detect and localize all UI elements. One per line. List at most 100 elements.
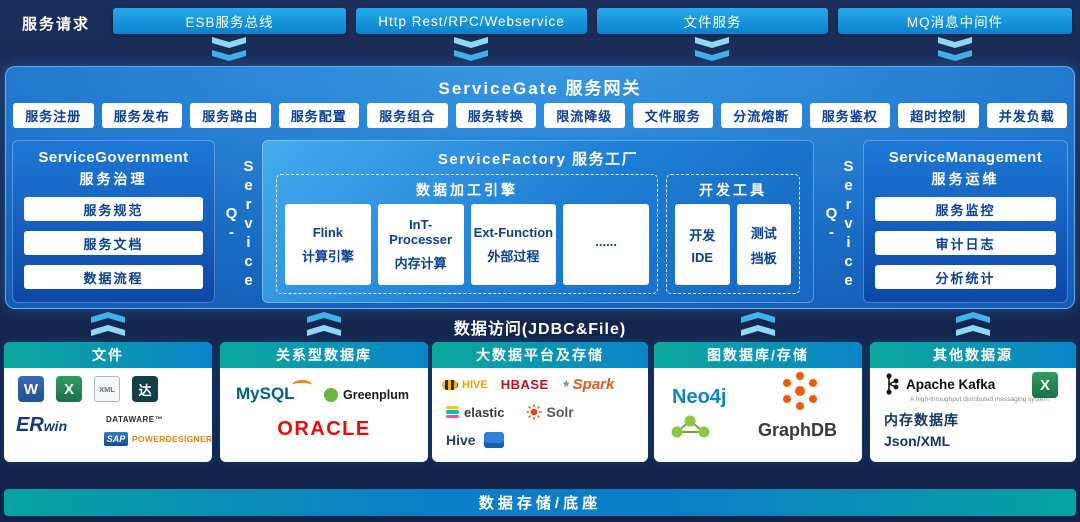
graphdb-cluster-icon — [778, 370, 822, 417]
kafka-logo: Apache Kafka — [884, 372, 995, 396]
service-government-box: ServiceGovernment 服务治理 服务规范 服务文档 数据流程 — [12, 140, 215, 303]
engine-card-ext-function[interactable]: Ext-Function 外部过程 — [470, 204, 557, 285]
hive-bee-icon — [442, 379, 458, 390]
engine-card-flink[interactable]: Flink 计算引擎 — [285, 204, 371, 285]
gateway-title: ServiceGate 服务网关 — [438, 79, 642, 98]
file-service-button[interactable]: 文件服务 — [597, 8, 828, 34]
hive-label: HIVE — [462, 378, 488, 391]
card-line1: Flink — [312, 224, 344, 240]
erwin-logo-win: win — [43, 418, 68, 434]
engine-cards: Flink 计算引擎 InT-Processer 内存计算 Ext-Functi… — [285, 204, 649, 285]
service-factory-box: ServiceFactory 服务工厂 数据加工引擎 Flink 计算引擎 In… — [262, 140, 814, 303]
erwin-logo: ERwin — [16, 414, 67, 437]
datasource-bigdata-box: 大数据平台及存储 HIVE HBASE ★ Spark elastic — [432, 342, 648, 462]
governance-item-flow[interactable]: 数据流程 — [24, 265, 203, 289]
bigdata-row1: HIVE HBASE ★ Spark — [442, 376, 614, 393]
kafka-tagline: A high-throughput distributed messaging … — [910, 396, 1049, 403]
bigdata-row2: elastic Solr — [446, 404, 574, 420]
mq-middleware-button[interactable]: MQ消息中间件 — [838, 8, 1072, 34]
bigdata-header: 大数据平台及存储 — [432, 342, 648, 368]
apache-hive-logo: HIVE — [442, 379, 488, 391]
governance-title-en: ServiceGovernment — [38, 149, 189, 166]
up-arrow-icon — [91, 312, 125, 338]
feature-auth-button[interactable]: 服务鉴权 — [809, 103, 890, 128]
feature-transform-button[interactable]: 服务转换 — [455, 103, 536, 128]
down-arrow-icon — [454, 37, 488, 63]
engine-card-int-processer[interactable]: InT-Processer 内存计算 — [377, 204, 464, 285]
feature-config-button[interactable]: 服务配置 — [278, 103, 359, 128]
dev-tools-title: 开发工具 — [699, 182, 767, 198]
kafka-icon — [886, 373, 899, 395]
up-arrow-icon — [956, 312, 990, 338]
solr-sun-icon — [526, 404, 542, 420]
management-item-monitor[interactable]: 服务监控 — [875, 197, 1056, 221]
card-line1: 测试 — [750, 225, 777, 241]
graph-header: 图数据库/存储 — [654, 342, 862, 368]
card-line2: 计算引擎 — [301, 248, 354, 264]
excel-icon: X — [56, 376, 82, 402]
spark-star-icon: ★ — [561, 379, 571, 390]
management-title-en: ServiceManagement — [888, 149, 1043, 166]
devtool-card-ide[interactable]: 开发 IDE — [675, 204, 730, 285]
devtool-card-mock[interactable]: 测试 挡板 — [736, 204, 791, 285]
datasource-relational-box: 关系型数据库 MySQL Greenplum ORACLE — [220, 342, 428, 462]
powerdesigner-label: POWERDESIGNER — [132, 434, 212, 444]
engine-card-more[interactable]: ...... — [563, 204, 649, 285]
neo4j-label: Neo4j — [672, 386, 727, 408]
excel-icon: X — [1032, 372, 1058, 398]
management-title: ServiceManagement 服务运维 — [863, 149, 1068, 189]
feature-route-button[interactable]: 服务路由 — [190, 103, 271, 128]
spark-label: Spark — [572, 376, 615, 393]
word-icon: W — [18, 376, 44, 402]
card-line1: ...... — [595, 234, 617, 249]
datasource-files-box: 文件 W X XML 达 ERwin DATAWARE™ SAP POWERDE… — [4, 342, 212, 462]
mysql-logo: MySQL — [236, 384, 295, 403]
elastic-icon — [446, 405, 459, 419]
card-line1: 开发 — [689, 227, 716, 243]
hive-bottom-label: Hive — [446, 432, 476, 448]
up-arrow-icon — [307, 312, 341, 338]
devtool-cards: 开发 IDE 测试 挡板 — [675, 204, 791, 285]
data-engine-title: 数据加工引擎 — [416, 182, 518, 198]
card-line2: IDE — [691, 249, 714, 265]
spark-logo: ★ Spark — [562, 376, 615, 393]
feature-loadbalance-button[interactable]: 并发负载 — [986, 103, 1067, 128]
relational-header: 关系型数据库 — [220, 342, 428, 368]
down-arrow-icon — [695, 37, 729, 63]
greenplum-logo: Greenplum — [324, 388, 409, 402]
dataware-label: DATAWARE™ — [106, 415, 164, 424]
oracle-logo: ORACLE — [277, 418, 371, 440]
data-storage-base-bar: 数据存储/底座 — [4, 489, 1076, 516]
hive-database-icon — [483, 432, 504, 448]
bigdata-row3: Hive — [446, 432, 504, 448]
feature-register-button[interactable]: 服务注册 — [13, 103, 94, 128]
data-engine-group: 数据加工引擎 Flink 计算引擎 InT-Processer 内存计算 Ext… — [276, 174, 658, 294]
feature-timeout-button[interactable]: 超时控制 — [898, 103, 979, 128]
solr-label: Solr — [546, 404, 574, 420]
datasource-graph-box: 图数据库/存储 Neo4j GraphDB — [654, 342, 862, 462]
up-arrow-icon — [741, 312, 775, 338]
greenplum-label: Greenplum — [343, 388, 409, 402]
feature-publish-button[interactable]: 服务发布 — [101, 103, 182, 128]
gateway-feature-row: 服务注册 服务发布 服务路由 服务配置 服务组合 服务转换 限流降级 文件服务 … — [13, 103, 1067, 128]
governance-item-spec[interactable]: 服务规范 — [24, 197, 203, 221]
erwin-logo-er: ER — [16, 414, 44, 436]
solr-logo: Solr — [526, 404, 574, 420]
feature-fileservice-button[interactable]: 文件服务 — [632, 103, 713, 128]
kafka-label: Apache Kafka — [906, 376, 996, 392]
memory-db-label: 内存数据库 — [884, 412, 959, 428]
feature-ratelimit-button[interactable]: 限流降级 — [544, 103, 625, 128]
management-item-analytics[interactable]: 分析统计 — [875, 265, 1056, 289]
http-rest-button[interactable]: Http Rest/RPC/Webservice — [356, 8, 587, 34]
feature-circuitbreak-button[interactable]: 分流熔断 — [721, 103, 802, 128]
governance-item-docs[interactable]: 服务文档 — [24, 231, 203, 255]
sap-icon: SAP — [104, 432, 128, 446]
q-service-right-label: Q-Service — [823, 157, 857, 291]
card-line1: Ext-Function — [473, 224, 554, 240]
feature-compose-button[interactable]: 服务组合 — [367, 103, 448, 128]
esb-bus-button[interactable]: ESB服务总线 — [113, 8, 346, 34]
service-management-box: ServiceManagement 服务运维 服务监控 审计日志 分析统计 — [863, 140, 1068, 303]
datasource-other-box: 其他数据源 Apache Kafka A high-throughput dis… — [870, 342, 1076, 462]
management-item-audit[interactable]: 审计日志 — [875, 231, 1056, 255]
mysql-dolphin-icon — [292, 380, 312, 390]
